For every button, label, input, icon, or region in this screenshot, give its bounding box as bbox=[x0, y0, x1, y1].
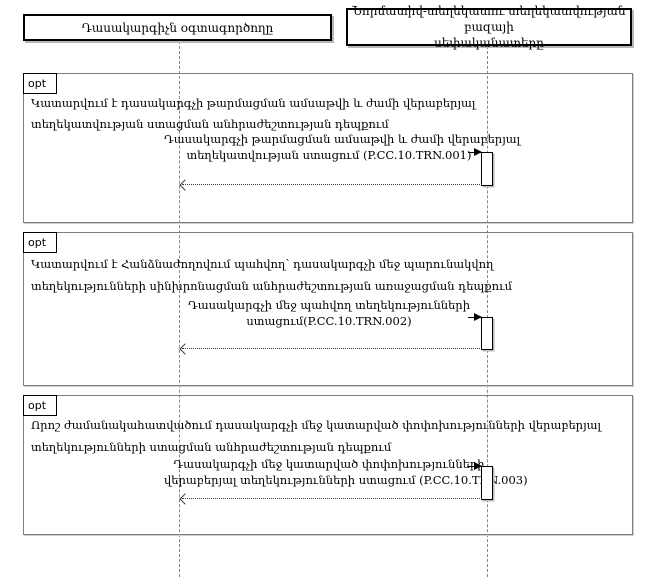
lifeline-base-owner bbox=[487, 46, 488, 577]
guard-text-line2: տեղեկությունների ստացման անհրաժեշտության… bbox=[31, 440, 392, 454]
participant-base-owner: Նորմատիվ-տեղեկատու տեղեկատվության բազայի… bbox=[346, 4, 632, 50]
filled-arrowhead-icon bbox=[474, 462, 482, 470]
return-message-arrow bbox=[182, 184, 482, 185]
filled-arrowhead-icon bbox=[474, 313, 482, 321]
message-line2: տեղեկատվության ստացում (P.CC.10.TRN.001) bbox=[186, 148, 472, 162]
message-label: Դասակարգչի թարմացման ամսաթվի և ժամի վերա… bbox=[164, 131, 521, 163]
opt-fragment-2: opt Կատարվում է Հանձնաժողովում պահվող՝ դ… bbox=[23, 232, 633, 386]
guard-text-line2: տեղեկությունների սինխրոնացման անհրաժեշտո… bbox=[31, 279, 513, 293]
activation-bar bbox=[481, 152, 493, 186]
lifeline-classifier-user bbox=[179, 41, 180, 577]
opt-operator-label: opt bbox=[23, 395, 57, 416]
message-line2: վերաբերյալ տեղեկությունների ստացում (P.C… bbox=[164, 473, 528, 487]
opt-operator-label: opt bbox=[23, 73, 57, 94]
return-message-arrow bbox=[182, 348, 482, 349]
filled-arrowhead-icon bbox=[474, 148, 482, 156]
message-line2: ստացում(P.CC.10.TRN.002) bbox=[246, 314, 412, 328]
participant-classifier-user: Դասակարգիչն օգտագործողը bbox=[23, 14, 332, 41]
opt-fragment-1: opt Կատարվում է դասակարգչի թարմացման ամս… bbox=[23, 73, 633, 223]
participant-label-line2: սեփականատերը bbox=[434, 36, 544, 50]
opt-fragment-3: opt Որոշ ժամանակահատվածում դասակարգչի մե… bbox=[23, 395, 633, 535]
message-line1: Դասակարգչի թարմացման ամսաթվի և ժամի վերա… bbox=[164, 132, 521, 146]
participant-label-line1: Նորմատիվ-տեղեկատու տեղեկատվության բազայի bbox=[352, 4, 626, 34]
open-arrowhead-icon bbox=[179, 179, 191, 191]
message-label: Դասակարգչի մեջ պահվող տեղեկությունների ս… bbox=[164, 297, 494, 329]
activation-bar bbox=[481, 317, 493, 350]
open-arrowhead-icon bbox=[179, 343, 191, 355]
activation-bar bbox=[481, 466, 493, 500]
guard-text-line1: Կատարվում է դասակարգչի թարմացման ամսաթվի… bbox=[31, 96, 476, 110]
message-line1: Դասակարգչի մեջ պահվող տեղեկությունների bbox=[187, 298, 470, 312]
participant-label: Դասակարգիչն օգտագործողը bbox=[81, 20, 274, 35]
guard-text-line1: Որոշ ժամանակահատվածում դասակարգչի մեջ կա… bbox=[31, 418, 602, 432]
opt-operator-label: opt bbox=[23, 232, 57, 253]
guard-text-line1: Կատարվում է Հանձնաժողովում պահվող՝ դասակ… bbox=[31, 257, 494, 271]
message-label: Դասակարգչի մեջ կատարված փոփոխությունների… bbox=[164, 456, 528, 488]
return-message-arrow bbox=[182, 498, 482, 499]
message-line1: Դասակարգչի մեջ կատարված փոփոխությունների bbox=[173, 457, 485, 471]
open-arrowhead-icon bbox=[179, 493, 191, 505]
guard-text-line2: տեղեկատվության ստացման անհրաժեշտության դ… bbox=[31, 117, 389, 131]
